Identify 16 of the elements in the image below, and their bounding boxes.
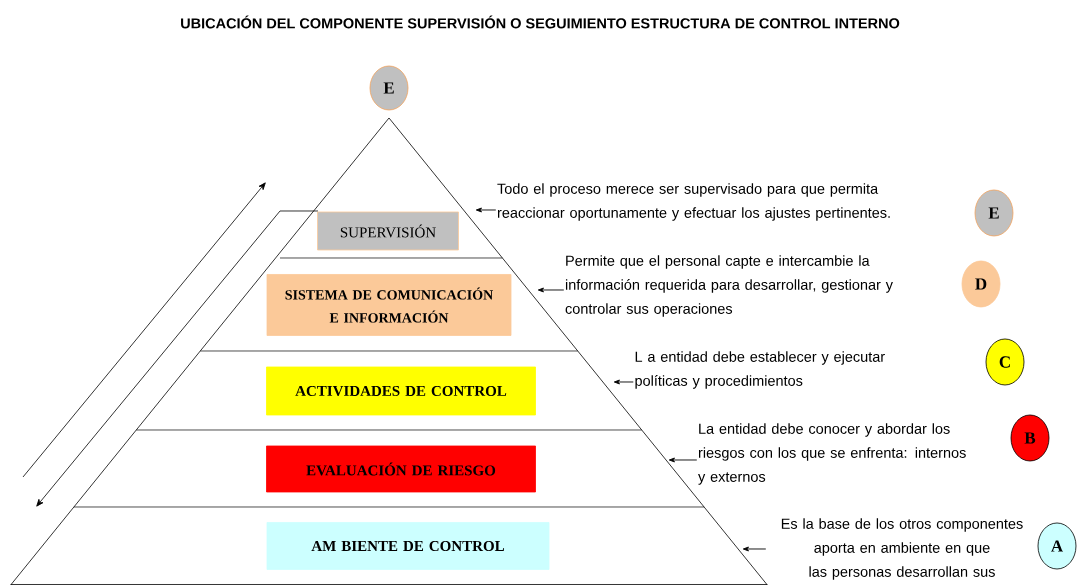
description-text: La entidad debe conocer y abordar los riesgos con los que se enfrenta: internos y externos xyxy=(698,423,966,485)
level-box: SUPERVISIÓN xyxy=(317,211,459,251)
description-text: Es la base de los otros componentes aporta en ambiente en que las personas desarrollan sus xyxy=(781,518,1023,580)
level-box: SISTEMA DE COMUNICACIÓN E INFORMACIÓN xyxy=(266,274,512,336)
description-text: Permite que el personal capte e intercambie la información requerida para desarrollar, gestionar y controlar sus operaciones xyxy=(565,255,893,317)
arrow xyxy=(742,546,767,552)
level-box: ACTIVIDADES DE CONTROL xyxy=(266,366,536,416)
title: UBICACIÓN DEL COMPONENTE SUPERVISIÓN O SEGUIMIENTO ESTRUCTURA DE CONTROL INTERNO xyxy=(181,15,900,29)
arrow xyxy=(668,457,698,463)
arrow xyxy=(537,287,565,293)
arrow xyxy=(613,379,634,385)
description-text: L a entidad debe establecer y ejecutar políticas y procedimientos xyxy=(635,351,885,389)
description-text: Todo el proceso merece ser supervisado para que permita reaccionar oportunamente y efectuar los ajustes pertinentes. xyxy=(497,183,890,221)
level-box: AM BIENTE DE CONTROL xyxy=(266,522,550,570)
arrow xyxy=(475,207,497,213)
level-box: EVALUACIÓN DE RIESGO xyxy=(266,445,536,493)
